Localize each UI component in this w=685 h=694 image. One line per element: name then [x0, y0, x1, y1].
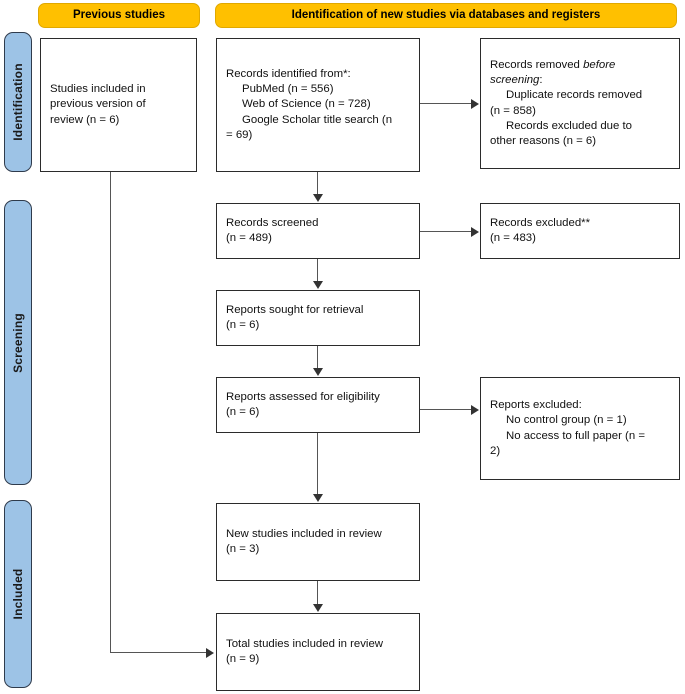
- records-excluded-label: Records excluded**: [490, 216, 591, 229]
- reports-sought-count: (n = 6): [226, 319, 260, 331]
- previous-version-line3: review (n = 6): [50, 113, 120, 126]
- arrow-screened-to-excluded: [471, 227, 479, 237]
- records-removed-label-em: before: [583, 59, 616, 72]
- box-records-identified: Records identified from*: PubMed (n = 55…: [216, 38, 420, 172]
- stage-label-identification: Identification: [11, 63, 25, 141]
- box-total-studies-included: Total studies included in review (n = 9): [216, 613, 420, 691]
- arrow-new-to-total-included: [313, 604, 323, 612]
- records-identified-source-2: Google Scholar title search (n: [242, 113, 393, 126]
- records-removed-item-0: Duplicate records removed: [506, 89, 643, 102]
- connector-identified-to-screened: [317, 172, 319, 196]
- connector-assessed-to-new-included: [317, 433, 319, 495]
- box-reports-sought: Reports sought for retrieval (n = 6): [216, 290, 420, 346]
- records-removed-item-3: other reasons (n = 6): [490, 134, 597, 147]
- reports-assessed-count: (n = 6): [226, 406, 260, 418]
- box-records-excluded-text: Records excluded** (n = 483): [481, 216, 679, 246]
- connector-assessed-to-excluded: [420, 409, 473, 411]
- stage-bar-identification: Identification: [4, 32, 32, 172]
- records-identified-source-0: PubMed (n = 556): [242, 83, 334, 96]
- box-reports-assessed-text: Reports assessed for eligibility (n = 6): [217, 390, 419, 420]
- header-previous-studies: Previous studies: [38, 3, 200, 28]
- stage-bar-included: Included: [4, 500, 32, 688]
- records-screened-count: (n = 489): [226, 232, 272, 244]
- box-records-removed: Records removed before screening: Duplic…: [480, 38, 680, 169]
- box-records-removed-text: Records removed before screening: Duplic…: [481, 58, 679, 149]
- records-excluded-count: (n = 483): [490, 232, 536, 244]
- box-records-screened-text: Records screened (n = 489): [217, 216, 419, 246]
- connector-identified-to-removed: [420, 103, 473, 105]
- records-identified-source-3: = 69): [226, 128, 253, 141]
- box-records-identified-text: Records identified from*: PubMed (n = 55…: [217, 67, 419, 143]
- new-included-count: (n = 3): [226, 543, 260, 555]
- box-previous-version: Studies included in previous version of …: [40, 38, 197, 172]
- stage-label-screening: Screening: [11, 312, 25, 373]
- reports-excluded-reason-2: 2): [490, 444, 501, 457]
- box-new-studies-included-text: New studies included in review (n = 3): [217, 527, 419, 557]
- total-included-count: (n = 9): [226, 653, 260, 665]
- records-removed-item-2: Records excluded due to: [506, 119, 633, 132]
- records-removed-label-c: :: [539, 74, 543, 87]
- box-records-excluded: Records excluded** (n = 483): [480, 203, 680, 259]
- box-previous-version-text: Studies included in previous version of …: [41, 82, 196, 127]
- previous-version-line2: previous version of: [50, 98, 146, 111]
- box-reports-assessed: Reports assessed for eligibility (n = 6): [216, 377, 420, 433]
- records-removed-label-b: screening: [490, 74, 540, 87]
- arrow-assessed-to-new-included: [313, 494, 323, 502]
- connector-new-to-total-included: [317, 581, 319, 605]
- box-reports-excluded: Reports excluded: No control group (n = …: [480, 377, 680, 480]
- total-included-label: Total studies included in review: [226, 637, 384, 650]
- box-reports-excluded-text: Reports excluded: No control group (n = …: [481, 398, 679, 459]
- records-screened-label: Records screened: [226, 216, 319, 229]
- box-total-studies-included-text: Total studies included in review (n = 9): [217, 637, 419, 667]
- header-new-studies: Identification of new studies via databa…: [215, 3, 677, 28]
- arrow-assessed-to-excluded: [471, 405, 479, 415]
- reports-excluded-label: Reports excluded:: [490, 399, 582, 412]
- header-previous-studies-label: Previous studies: [72, 8, 166, 21]
- connector-screened-to-sought: [317, 259, 319, 283]
- records-removed-label-a: Records removed: [490, 59, 584, 72]
- box-reports-sought-text: Reports sought for retrieval (n = 6): [217, 303, 419, 333]
- reports-excluded-reason-0: No control group (n = 1): [506, 414, 627, 427]
- header-new-studies-label: Identification of new studies via databa…: [291, 8, 601, 21]
- box-records-screened: Records screened (n = 489): [216, 203, 420, 259]
- records-identified-source-1: Web of Science (n = 728): [242, 98, 371, 111]
- connector-screened-to-excluded: [420, 231, 473, 233]
- previous-version-line1: Studies included in: [50, 83, 146, 96]
- reports-excluded-reason-1: No access to full paper (n =: [506, 429, 645, 442]
- arrow-sought-to-assessed: [313, 368, 323, 376]
- connector-previous-to-total-horizontal: [110, 652, 207, 654]
- reports-assessed-label: Reports assessed for eligibility: [226, 390, 380, 403]
- arrow-identified-to-removed: [471, 99, 479, 109]
- arrow-identified-to-screened: [313, 194, 323, 202]
- records-identified-label: Records identified from*:: [226, 68, 351, 81]
- connector-previous-to-total-vertical: [110, 172, 112, 653]
- arrow-previous-to-total: [206, 648, 214, 658]
- connector-sought-to-assessed: [317, 346, 319, 370]
- arrow-screened-to-sought: [313, 281, 323, 289]
- stage-label-included: Included: [11, 568, 25, 620]
- new-included-label: New studies included in review: [226, 527, 382, 540]
- stage-bar-screening: Screening: [4, 200, 32, 485]
- reports-sought-label: Reports sought for retrieval: [226, 303, 364, 316]
- box-new-studies-included: New studies included in review (n = 3): [216, 503, 420, 581]
- records-removed-item-1: (n = 858): [490, 104, 536, 117]
